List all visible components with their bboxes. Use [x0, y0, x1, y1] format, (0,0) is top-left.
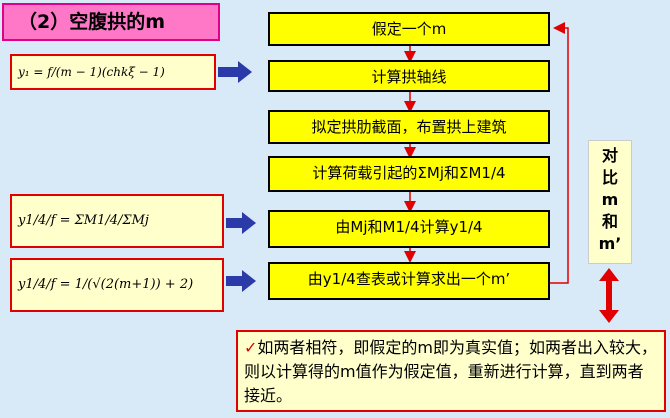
- conclusion-text: 如两者相符，即假定的m即为真实值；如两者出入较大，则以计算得的m值作为假定值，重…: [244, 338, 657, 405]
- feedback-line: [550, 22, 569, 284]
- step-compute-arch-axis: 计算拱轴线: [268, 60, 550, 92]
- conclusion-note: ✓如两者相符，即假定的m即为真实值；如两者出入较大，则以计算得的m值作为假定值，…: [236, 330, 666, 412]
- page-title: （2）空腹拱的m: [2, 3, 220, 41]
- compare-char-3: m: [601, 190, 619, 209]
- red-double-arrow: [599, 268, 619, 323]
- compare-label: 对 比 m 和 m’: [588, 140, 632, 264]
- formula-arrows: [218, 61, 256, 292]
- compare-char-5: m’: [598, 234, 622, 253]
- formula-y14-m: y1/4/f = 1/(√(2(m+1)) + 2): [10, 258, 224, 312]
- check-icon: ✓: [244, 338, 258, 357]
- feedback-loop: [550, 22, 569, 284]
- blue-arrow-2: [226, 212, 256, 234]
- compare-char-4: 和: [601, 212, 618, 231]
- formula-y1-text: y₁ = f/(m − 1)(chkξ − 1): [18, 65, 165, 79]
- blue-arrow-3: [226, 270, 256, 292]
- formula-y14-ratio: y1/4/f = ΣM1/4/ΣMj: [10, 194, 224, 248]
- compare-char-2: 比: [601, 168, 618, 187]
- blue-arrow-1: [218, 61, 252, 83]
- double-arrow: [599, 268, 619, 323]
- step-compute-y14: 由Mj和M1/4计算y1/4: [268, 210, 550, 248]
- step-compute-moments: 计算荷载引起的ΣMj和ΣM1/4: [268, 156, 550, 192]
- step-get-m-prime: 由y1/4查表或计算求出一个m’: [268, 262, 550, 300]
- step-section-layout: 拟定拱肋截面，布置拱上建筑: [268, 110, 550, 144]
- formula-y1: y₁ = f/(m − 1)(chkξ − 1): [10, 54, 216, 90]
- formula-y14-m-text: y1/4/f = 1/(√(2(m+1)) + 2): [18, 277, 194, 292]
- step-assume-m: 假定一个m: [268, 12, 550, 46]
- formula-y14-ratio-text: y1/4/f = ΣM1/4/ΣMj: [18, 213, 149, 228]
- compare-char-1: 对: [601, 146, 618, 165]
